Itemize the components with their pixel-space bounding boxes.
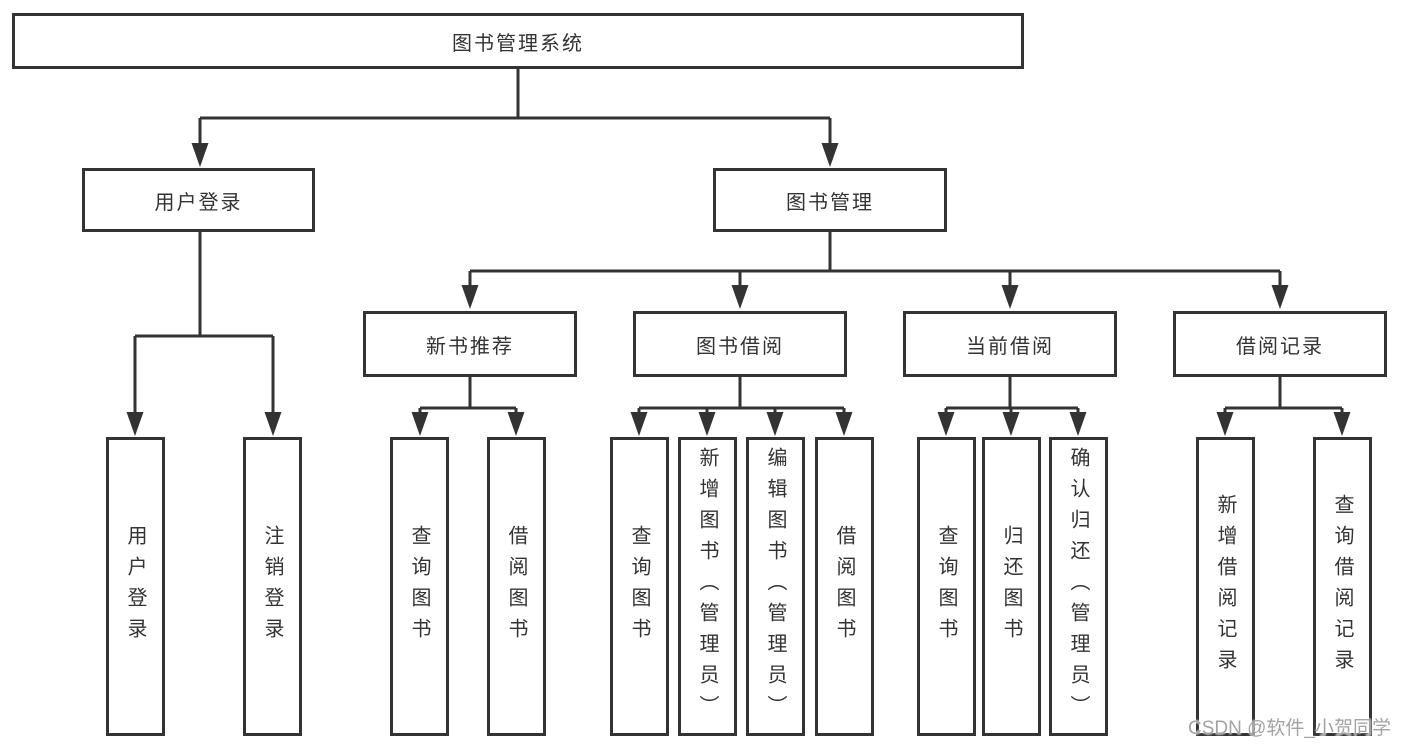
leaf-label: 归还图书: [1000, 524, 1022, 649]
arrowhead: [507, 412, 525, 436]
arrowhead: [411, 412, 429, 436]
arrowhead: [937, 412, 955, 436]
node-label: 图书管理: [786, 191, 874, 214]
node-borrow-records: 借阅记录: [1173, 311, 1387, 377]
node-label: 借阅记录: [1236, 335, 1324, 358]
arrowhead: [1001, 285, 1019, 309]
arrowhead: [1271, 285, 1289, 309]
node-new-book-recommend: 新书推荐: [363, 311, 577, 377]
leaf-label: 注销登录: [261, 524, 283, 649]
leaf-query-books-recommend: 查询图书: [390, 437, 449, 736]
leaf-borrow-books-recommend: 借阅图书: [487, 437, 546, 736]
leaf-edit-book-admin: 编辑图书（管理员）: [746, 437, 805, 736]
leaf-label: 查询图书: [628, 524, 650, 649]
arrowhead: [630, 412, 648, 436]
arrowhead: [461, 285, 479, 309]
leaf-query-books-current: 查询图书: [917, 437, 976, 736]
leaf-label: 查询图书: [935, 524, 957, 649]
csdn-watermark: CSDN @软件_小贺同学: [1188, 718, 1391, 739]
node-user-login: 用户登录: [82, 168, 315, 232]
node-book-borrow: 图书借阅: [633, 311, 847, 377]
arrowhead: [766, 412, 784, 436]
leaf-borrow-books-borrow: 借阅图书: [815, 437, 874, 736]
leaf-query-books-borrow: 查询图书: [610, 437, 669, 736]
leaf-label: 新增借阅记录: [1214, 493, 1236, 680]
arrowhead: [821, 143, 839, 167]
node-label: 当前借阅: [966, 335, 1054, 358]
leaf-add-borrow-record: 新增借阅记录: [1196, 437, 1255, 736]
arrowhead: [1216, 412, 1234, 436]
connector-book-borrow-to-leaves: [630, 377, 853, 436]
connector-root-to-level2: [191, 69, 839, 167]
leaf-return-books: 归还图书: [982, 437, 1041, 736]
arrowhead: [835, 412, 853, 436]
node-book-management: 图书管理: [713, 168, 947, 232]
arrowhead: [191, 143, 209, 167]
arrowhead: [126, 412, 144, 436]
arrowhead: [731, 285, 749, 309]
leaf-label: 新增图书（管理员）: [696, 447, 718, 726]
node-label: 图书管理系统: [452, 32, 584, 55]
leaf-label: 查询图书: [408, 524, 430, 649]
connector-current-borrow-to-leaves: [937, 377, 1087, 436]
node-root-system: 图书管理系统: [12, 13, 1024, 69]
leaf-label: 查询借阅记录: [1331, 493, 1353, 680]
leaf-label: 借阅图书: [505, 524, 527, 649]
node-label: 用户登录: [154, 191, 243, 214]
node-label: 新书推荐: [426, 335, 514, 358]
leaf-confirm-return-admin: 确认归还（管理员）: [1049, 437, 1108, 736]
leaf-label: 用户登录: [124, 524, 146, 649]
connector-book-management-to-level3: [461, 232, 1289, 309]
connector-new-book-recommend-to-leaves: [411, 377, 525, 436]
arrowhead: [1069, 412, 1087, 436]
leaf-user-login: 用户登录: [106, 437, 165, 736]
arrowhead: [1333, 412, 1351, 436]
node-label: 图书借阅: [696, 335, 784, 358]
arrowhead: [264, 412, 282, 436]
arrowhead: [1002, 412, 1020, 436]
leaf-label: 确认归还（管理员）: [1067, 447, 1089, 726]
leaf-label: 编辑图书（管理员）: [764, 447, 786, 726]
leaf-query-borrow-record: 查询借阅记录: [1313, 437, 1372, 736]
leaf-label: 借阅图书: [833, 524, 855, 649]
leaf-logout: 注销登录: [243, 437, 302, 736]
node-current-borrow: 当前借阅: [903, 311, 1117, 377]
arrowhead: [698, 412, 716, 436]
leaf-add-book-admin: 新增图书（管理员）: [678, 437, 737, 736]
connector-user-login-to-leaves: [126, 232, 282, 436]
connector-borrow-records-to-leaves: [1216, 377, 1351, 436]
